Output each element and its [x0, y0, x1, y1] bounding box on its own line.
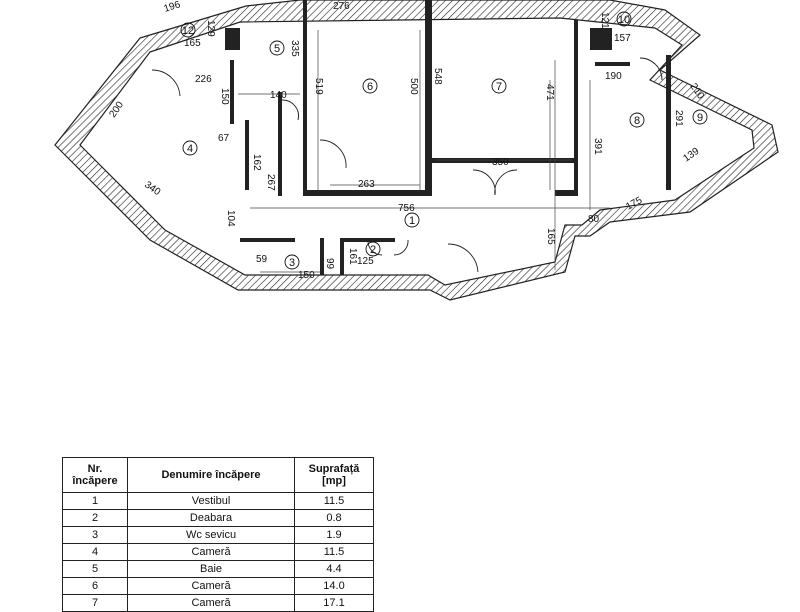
room-number-cell: 4 — [62, 543, 128, 561]
room-number-cell: 7 — [62, 594, 128, 612]
svg-text:10: 10 — [618, 14, 630, 26]
dimension-label: 165 — [184, 38, 201, 49]
dimension-label: 291 — [673, 110, 684, 127]
dimension-label: 150 — [219, 88, 230, 105]
svg-text:9: 9 — [697, 112, 703, 124]
dimension-label: 139 — [681, 146, 701, 165]
svg-text:4: 4 — [187, 143, 193, 155]
dimension-label: 165 — [545, 228, 556, 245]
room-label: 3 — [284, 254, 300, 270]
room-area-table: Nr. încăpere Denumire încăpere Suprafață… — [62, 457, 374, 612]
interior-walls — [225, 0, 671, 275]
room-label: 4 — [182, 140, 198, 156]
room-area-cell: 14.0 — [294, 577, 374, 595]
column-header-room-name: Denumire încăpere — [127, 457, 295, 493]
dimension-label: 263 — [358, 179, 375, 190]
dimension-label: 129 — [205, 20, 216, 37]
dimension-label: 59 — [256, 254, 268, 265]
dimension-label: 196 — [163, 0, 183, 15]
dimension-label: 276 — [333, 1, 350, 12]
column-header-area: Suprafață [mp] — [294, 457, 374, 493]
table-header-row: Nr. încăpere Denumire încăpere Suprafață… — [62, 457, 374, 493]
dimension-label: 519 — [313, 78, 324, 95]
dimension-label: 340 — [142, 179, 162, 198]
column-header-room-number: Nr. încăpere — [62, 457, 128, 493]
dimension-label: 500 — [408, 78, 419, 95]
dimension-label: 104 — [225, 210, 236, 227]
room-label: 10 — [616, 11, 632, 27]
svg-text:6: 6 — [367, 81, 373, 93]
svg-text:7: 7 — [496, 81, 502, 93]
room-name-cell: Vestibul — [127, 492, 295, 510]
room-number-cell: 2 — [62, 509, 128, 527]
svg-text:5: 5 — [274, 43, 280, 55]
svg-text:1: 1 — [409, 215, 415, 227]
svg-text:3: 3 — [289, 257, 295, 269]
dimension-label: 267 — [265, 174, 276, 191]
room-name-cell: Wc sevicu — [127, 526, 295, 544]
dimension-labels: 196 129 276 165 335 226 150 140 519 500 … — [107, 0, 706, 281]
dimension-label: 471 — [544, 84, 555, 101]
room-label: 9 — [692, 109, 708, 125]
dimension-label: 125 — [357, 256, 374, 267]
room-label: 5 — [269, 40, 285, 56]
room-area-cell: 11.5 — [294, 492, 374, 510]
dimension-label: 150 — [298, 270, 315, 281]
dimension-label: 67 — [218, 133, 230, 144]
svg-text:8: 8 — [634, 115, 640, 127]
room-number-cell: 3 — [62, 526, 128, 544]
room-name-cell: Cameră — [127, 594, 295, 612]
dimension-label: 391 — [592, 138, 603, 155]
room-name-cell: Baie — [127, 560, 295, 578]
room-area-cell: 4.4 — [294, 560, 374, 578]
dimension-label: 121 — [599, 12, 610, 29]
room-label: 2 — [365, 241, 381, 257]
dimension-label: 226 — [195, 74, 212, 85]
door-swings — [151, 57, 663, 273]
room-area-cell: 1.9 — [294, 526, 374, 544]
room-number-cell: 6 — [62, 577, 128, 595]
room-area-cell: 17.1 — [294, 594, 374, 612]
room-number-cell: 5 — [62, 560, 128, 578]
room-number-cell: 1 — [62, 492, 128, 510]
dimension-label: 140 — [270, 90, 287, 101]
room-area-cell: 11.5 — [294, 543, 374, 561]
room-name-cell: Deabara — [127, 509, 295, 527]
dimension-label: 80 — [588, 214, 600, 225]
dimension-lines — [238, 30, 610, 273]
room-name-cell: Cameră — [127, 577, 295, 595]
dimension-label: 157 — [614, 33, 631, 44]
dimension-label: 548 — [432, 68, 443, 85]
dimension-label: 190 — [605, 71, 622, 82]
outer-wall — [54, 0, 779, 301]
room-label: 6 — [362, 78, 378, 94]
room-area-cell: 0.8 — [294, 509, 374, 527]
dimension-label: 756 — [398, 203, 415, 214]
dimension-label: 350 — [492, 157, 509, 168]
room-label: 8 — [629, 112, 645, 128]
floor-plan: 1 2 3 4 5 6 7 8 9 10 12 196 129 276 165 … — [54, 0, 779, 301]
room-label: 1 — [404, 212, 420, 228]
dimension-label: 161 — [347, 248, 358, 265]
svg-text:12: 12 — [182, 25, 194, 37]
room-name-cell: Cameră — [127, 543, 295, 561]
dimension-label: 335 — [289, 40, 300, 57]
room-labels: 1 2 3 4 5 6 7 8 9 10 12 — [180, 11, 708, 270]
dimension-label: 99 — [324, 258, 335, 270]
svg-text:2: 2 — [370, 244, 376, 256]
room-label: 7 — [491, 78, 507, 94]
room-label: 12 — [180, 22, 196, 38]
dimension-label: 162 — [251, 154, 262, 171]
